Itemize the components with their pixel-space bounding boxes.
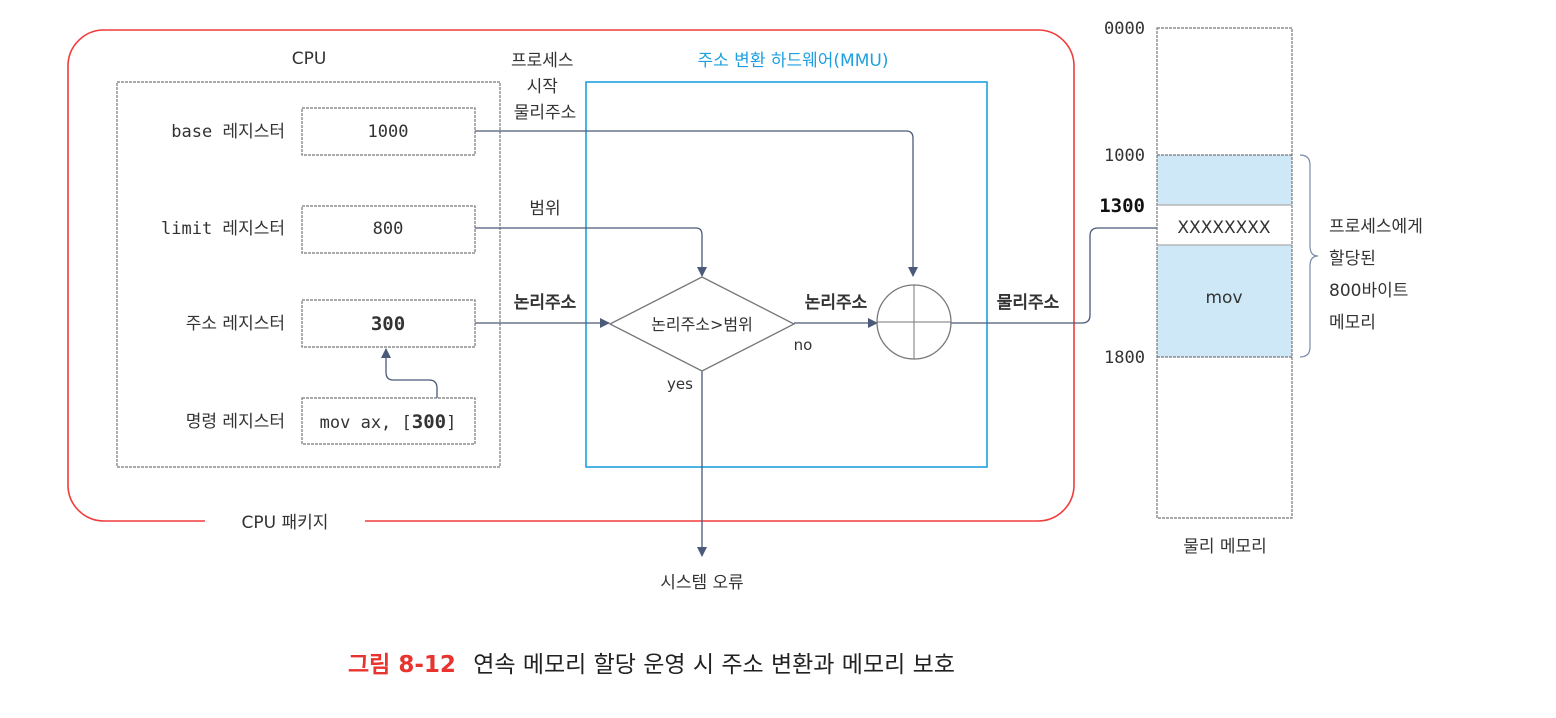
logical-address-in-label: 논리주소 bbox=[514, 293, 577, 313]
register-instruction: 명령 레지스터 mov ax, [300] bbox=[186, 397, 476, 445]
figure-caption: 그림 8-12 연속 메모리 할당 운영 시 주소 변환과 메모리 보호 bbox=[348, 652, 955, 678]
address-0000: 0000 bbox=[1104, 19, 1145, 39]
register-label: base 레지스터 bbox=[171, 122, 285, 142]
address-1300: 1300 bbox=[1099, 195, 1145, 217]
range-check-diamond bbox=[608, 276, 796, 372]
adder-to-memory-line bbox=[951, 227, 1157, 324]
address-1000: 1000 bbox=[1104, 146, 1145, 166]
register-label: 명령 레지스터 bbox=[186, 412, 285, 432]
cpu-package-label: CPU 패키지 bbox=[242, 513, 329, 533]
register-label: limit 레지스터 bbox=[161, 219, 285, 239]
operand-to-address-arrow bbox=[381, 348, 438, 398]
register-base: base 레지스터 1000 bbox=[171, 107, 476, 156]
memory-cell-instruction: mov bbox=[1205, 288, 1242, 308]
logical-address-out-label: 논리주소 bbox=[805, 293, 868, 313]
mmu-box bbox=[585, 81, 988, 468]
physical-memory-box bbox=[1156, 27, 1293, 519]
figure-title: 연속 메모리 할당 운영 시 주소 변환과 메모리 보호 bbox=[473, 652, 955, 678]
memory-region-allocated-top bbox=[1157, 155, 1292, 205]
limit-to-compare-arrow bbox=[475, 227, 707, 277]
register-value: 1000 bbox=[368, 122, 409, 142]
memory-cell-target: XXXXXXXX bbox=[1177, 218, 1271, 238]
adder-icon bbox=[876, 284, 952, 360]
base-to-adder-arrow bbox=[475, 130, 918, 277]
allocation-label: 프로세스에게 할당된 800바이트 메모리 bbox=[1329, 217, 1428, 333]
register-address: 주소 레지스터 300 bbox=[186, 299, 476, 348]
physical-memory-title: 물리 메모리 bbox=[1183, 537, 1267, 557]
physical-address-label: 물리주소 bbox=[997, 293, 1060, 313]
cpu-title: CPU bbox=[292, 49, 327, 69]
allocation-brace bbox=[1299, 154, 1319, 358]
register-value: 300 bbox=[371, 313, 405, 335]
register-value: mov ax, [300] bbox=[320, 411, 457, 433]
no-label: no bbox=[794, 336, 813, 354]
system-error-label: 시스템 오류 bbox=[660, 573, 744, 593]
yes-label: yes bbox=[667, 375, 693, 393]
register-value: 800 bbox=[373, 219, 404, 239]
mmu-title: 주소 변환 하드웨어(MMU) bbox=[698, 51, 889, 71]
limit-line-label: 범위 bbox=[529, 199, 560, 219]
base-line-label: 프로세스 시작 물리주소 bbox=[511, 51, 579, 123]
range-check-condition: 논리주소>범위 bbox=[651, 315, 753, 334]
register-label: 주소 레지스터 bbox=[186, 314, 285, 334]
cpu-package-boundary bbox=[67, 29, 1075, 522]
register-limit: limit 레지스터 800 bbox=[161, 205, 476, 254]
address-1800: 1800 bbox=[1104, 348, 1145, 368]
memory-region-allocated-bottom bbox=[1157, 245, 1292, 357]
figure-number: 그림 8-12 bbox=[348, 652, 456, 678]
